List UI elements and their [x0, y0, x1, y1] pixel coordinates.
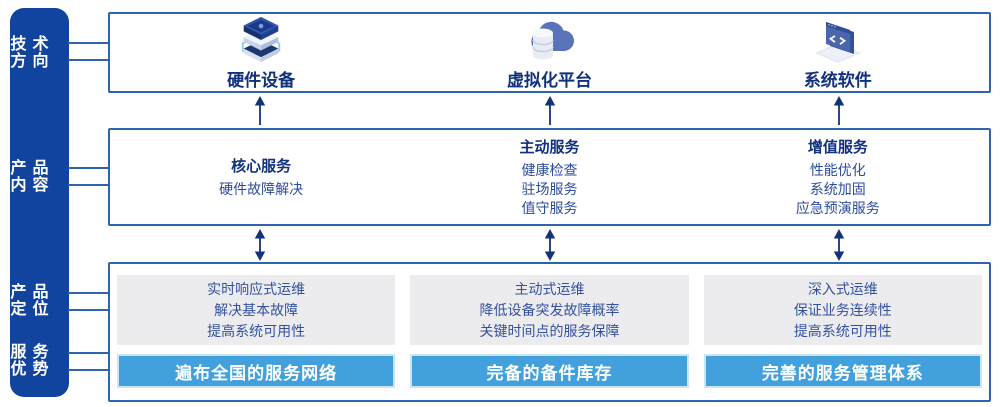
connector-line [68, 352, 108, 354]
arrow-row-bottom [108, 228, 991, 261]
positioning-panel: 深入式运维 保证业务连续性 提高系统可用性 [703, 275, 982, 345]
tech-direction-box: 硬件设备 虚拟化平台 [108, 12, 991, 93]
connector-line [68, 184, 108, 186]
service-column-core: 核心服务 硬件故障解决 [117, 130, 405, 224]
sidebar-label-line: 内容 [10, 177, 55, 194]
advantage-bar: 完善的服务管理体系 [703, 354, 982, 388]
positioning-line: 深入式运维 [807, 280, 878, 297]
advantage-bar: 遍布全国的服务网络 [117, 354, 396, 388]
arrow-cell [694, 95, 984, 125]
server-stack-icon [235, 15, 287, 63]
product-content-box: 核心服务 硬件故障解决 主动服务 健康检查 驻场服务 值守服务 增值服务 性能优… [108, 128, 991, 226]
connector-line [68, 42, 108, 44]
connector-line [68, 59, 108, 61]
category-sidebar [10, 8, 69, 397]
sidebar-label-line: 服务 [10, 344, 55, 361]
arrow-cell [115, 228, 405, 261]
service-item: 硬件故障解决 [219, 181, 304, 197]
connector-line [68, 292, 108, 294]
positioning-column-realtime: 实时响应式运维 解决基本故障 提高系统可用性 遍布全国的服务网络 [117, 275, 396, 400]
sidebar-label-tech-direction: 技术 方向 [0, 36, 59, 70]
service-item: 性能优化 [809, 162, 866, 178]
service-item: 健康检查 [521, 162, 578, 178]
cloud-database-icon [523, 15, 575, 63]
arrow-cell [405, 228, 695, 261]
arrow-row-top [108, 95, 991, 125]
tech-item-virtualization: 虚拟化平台 [405, 15, 693, 91]
positioning-line: 解决基本故障 [214, 301, 299, 318]
arrow-cell [115, 95, 405, 125]
double-arrow-icon [254, 228, 266, 261]
service-column-value-added: 增值服务 性能优化 系统加固 应急预演服务 [694, 130, 982, 224]
sidebar-label-line: 产品 [10, 160, 55, 177]
positioning-and-advantage-box: 实时响应式运维 解决基本故障 提高系统可用性 遍布全国的服务网络 主动式运维 降… [108, 262, 991, 402]
arrow-cell [405, 95, 695, 125]
tech-item-system-software: 系统软件 [694, 15, 982, 91]
code-window-icon [812, 15, 864, 63]
positioning-line: 保证业务连续性 [793, 301, 892, 318]
double-arrow-icon [833, 228, 845, 261]
service-item: 值守服务 [521, 200, 578, 216]
sidebar-label-product-positioning: 产品 定位 [0, 284, 59, 318]
up-arrow-icon [833, 95, 845, 125]
sidebar-label-line: 技术 [10, 36, 55, 53]
positioning-line: 提高系统可用性 [207, 322, 306, 339]
positioning-line: 提高系统可用性 [793, 322, 892, 339]
tech-item-label: 硬件设备 [227, 70, 296, 90]
positioning-line: 主动式运维 [514, 280, 585, 297]
positioning-panel: 实时响应式运维 解决基本故障 提高系统可用性 [117, 275, 396, 345]
service-item: 驻场服务 [521, 181, 578, 197]
service-column-title: 主动服务 [519, 139, 580, 156]
up-arrow-icon [544, 95, 555, 125]
positioning-line: 实时响应式运维 [207, 280, 306, 297]
positioning-panel: 主动式运维 降低设备突发故障概率 关键时间点的服务保障 [410, 275, 689, 345]
sidebar-label-line: 产品 [10, 284, 55, 301]
sidebar-label-product-content: 产品 内容 [0, 160, 59, 194]
service-item: 系统加固 [809, 181, 866, 197]
sidebar-label-line: 方向 [10, 53, 55, 70]
positioning-column-proactive: 主动式运维 降低设备突发故障概率 关键时间点的服务保障 完备的备件库存 [410, 275, 689, 400]
service-item: 应急预演服务 [795, 200, 880, 216]
sidebar-label-line: 优势 [10, 361, 55, 378]
connector-line [68, 309, 108, 311]
connector-line [68, 369, 108, 371]
positioning-line: 降低设备突发故障概率 [479, 301, 620, 318]
positioning-column-indepth: 深入式运维 保证业务连续性 提高系统可用性 完善的服务管理体系 [703, 275, 982, 400]
service-column-title: 核心服务 [231, 158, 292, 175]
sidebar-label-line: 定位 [10, 301, 55, 318]
positioning-line: 关键时间点的服务保障 [479, 322, 620, 339]
up-arrow-icon [254, 95, 266, 125]
connector-line [68, 167, 108, 169]
service-column-title: 增值服务 [807, 139, 868, 156]
arrow-cell [694, 228, 984, 261]
service-column-proactive: 主动服务 健康检查 驻场服务 值守服务 [405, 130, 693, 224]
sidebar-label-service-advantage: 服务 优势 [0, 344, 59, 378]
double-arrow-icon [544, 228, 555, 261]
tech-item-label: 系统软件 [803, 70, 872, 90]
advantage-bar: 完备的备件库存 [410, 354, 689, 388]
tech-item-label: 虚拟化平台 [506, 70, 592, 90]
tech-item-hardware: 硬件设备 [117, 15, 405, 91]
